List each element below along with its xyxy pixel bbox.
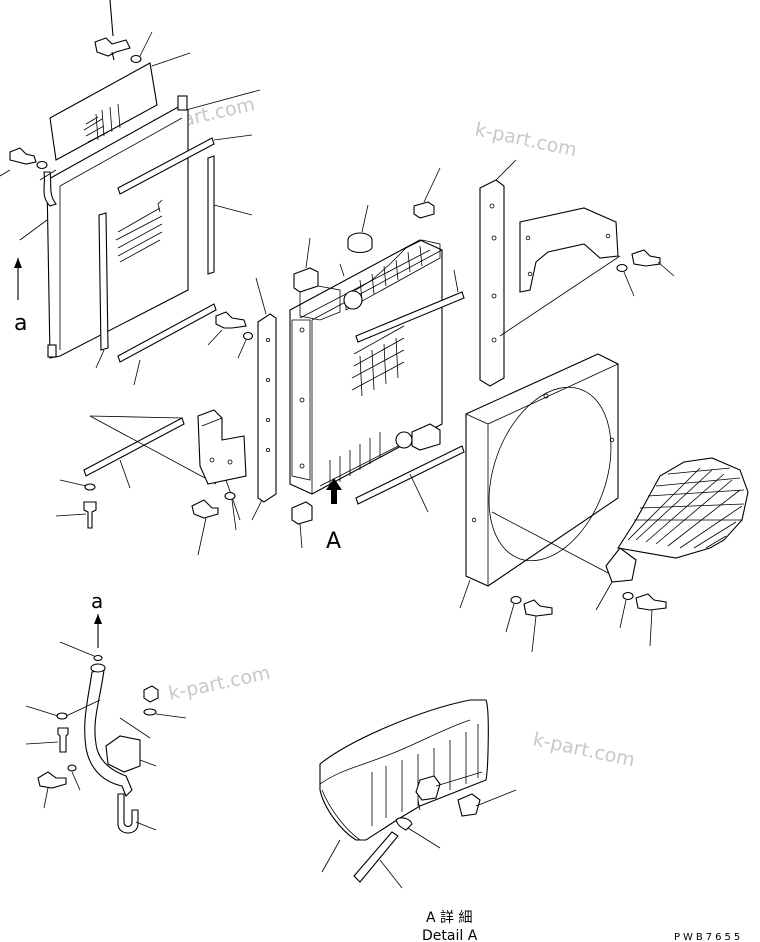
- mount-bolt-left: [207, 311, 254, 359]
- hose-bolts-left: [25, 705, 81, 809]
- right-column-bracket: [479, 159, 517, 387]
- drain-hose: [61, 663, 133, 797]
- detail-title-en: Detail A: [422, 928, 478, 942]
- shroud-washer-bolt-right: [619, 591, 667, 647]
- shroud-washer-bolt-left: [505, 595, 553, 653]
- u-pipe: [117, 793, 157, 834]
- fan-guard: [595, 457, 749, 611]
- seal-strips-left: [95, 134, 253, 386]
- sponge-seal-3: [411, 423, 441, 451]
- view-letter-A: A: [326, 529, 341, 554]
- detail-title-jp: A 詳 細: [426, 910, 472, 926]
- mounting-bracket-plate: [197, 409, 247, 521]
- upper-right-bracket: [499, 207, 621, 337]
- drawing-code: PWB7655: [674, 932, 743, 942]
- stay-washer-bolt: [55, 479, 97, 529]
- sponge-seal-1: [293, 237, 319, 293]
- wing-bolt: [94, 0, 153, 64]
- view-label-a-bottom: a: [91, 589, 103, 613]
- view-label-a-top: a: [14, 311, 27, 336]
- sponge-seal-2: [413, 167, 441, 219]
- watermark-3: k-part.com: [166, 662, 272, 705]
- bracket-bolt-washer: [191, 491, 237, 556]
- watermark-2: k-part.com: [473, 118, 579, 161]
- watermark-4: k-part.com: [531, 728, 637, 771]
- sponge-seal-4: [291, 501, 313, 549]
- elbow-pipe: [39, 169, 57, 207]
- radiator-core: [289, 239, 443, 495]
- view-arrow-A: A: [326, 478, 342, 554]
- hose-clamp-bracket: [105, 717, 157, 773]
- view-arrow-a-bottom: a: [59, 589, 103, 662]
- hose-nut-washer: [143, 685, 187, 719]
- side-bolt-left: [0, 147, 48, 177]
- fan-shroud: [459, 353, 619, 609]
- detail-A-drawing: [319, 699, 517, 889]
- upper-right-bolt: [616, 249, 675, 297]
- radiator-cap: [347, 204, 373, 254]
- view-arrow-a-top: a: [14, 258, 27, 336]
- radiator-side-bracket: [251, 277, 277, 521]
- radiator-screen-panel: [49, 52, 191, 161]
- seal-strips-right: [355, 269, 465, 513]
- support-stay-bar: [83, 415, 217, 489]
